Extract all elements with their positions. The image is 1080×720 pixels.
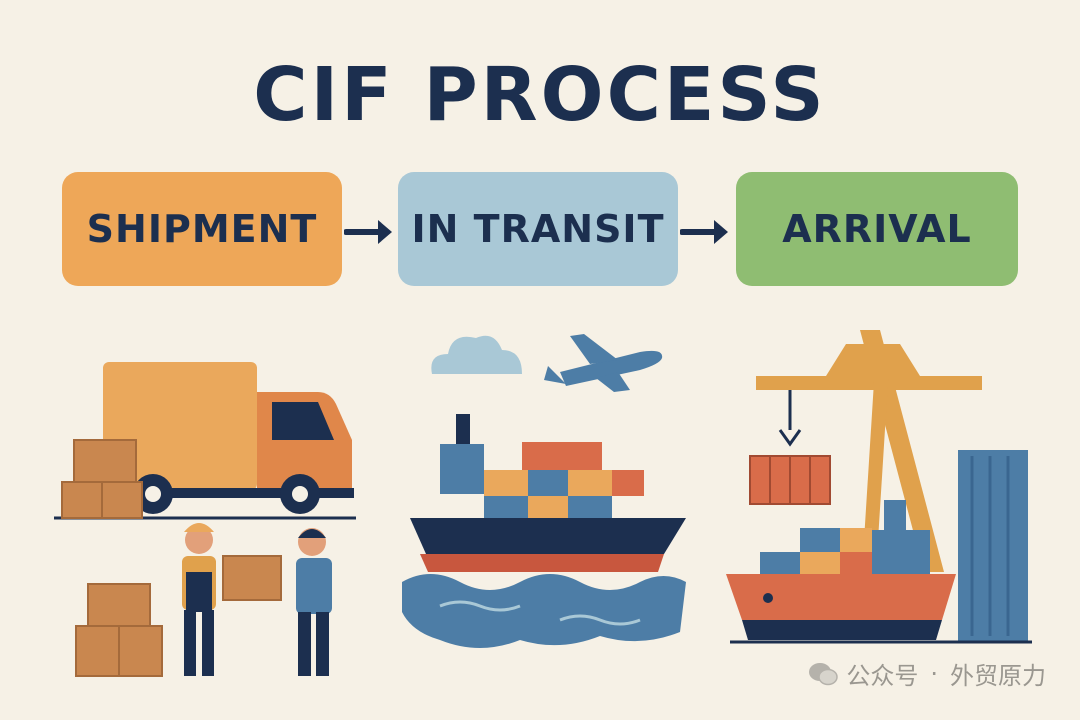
- delivery-truck-icon: [54, 362, 356, 520]
- watermark-separator: ·: [930, 659, 938, 688]
- cloud-icon: [431, 335, 522, 374]
- airplane-icon: [544, 334, 663, 392]
- container-stack-icon: [958, 450, 1028, 642]
- watermark-name: 外贸原力: [950, 662, 1046, 690]
- stacked-boxes-icon: [61, 439, 143, 519]
- watermark: 公众号 · 外贸原力: [808, 656, 1046, 691]
- watermark-account-type: 公众号: [846, 662, 919, 690]
- docked-ship-icon: [726, 500, 1032, 644]
- step-shipment: SHIPMENT: [62, 172, 342, 286]
- arrow-right-icon: [344, 220, 392, 244]
- step-arrival-label: ARRIVAL: [782, 207, 972, 251]
- page-title: CIF PROCESS: [253, 52, 827, 138]
- worker-person-icon: [182, 523, 216, 676]
- cargo-ship-icon: [410, 414, 686, 572]
- ocean-waves-icon: [402, 574, 686, 648]
- receiver-person-icon: [296, 528, 332, 676]
- stacked-boxes-icon: [75, 583, 163, 677]
- arrow-right-icon: [680, 220, 728, 244]
- step-shipment-label: SHIPMENT: [86, 207, 318, 251]
- wechat-icon: [809, 662, 839, 685]
- step-in-transit-label: IN TRANSIT: [411, 207, 665, 251]
- step-arrival: ARRIVAL: [736, 172, 1018, 286]
- carried-box-icon: [222, 555, 282, 601]
- port-crane-icon: [749, 330, 982, 572]
- step-in-transit: IN TRANSIT: [398, 172, 678, 286]
